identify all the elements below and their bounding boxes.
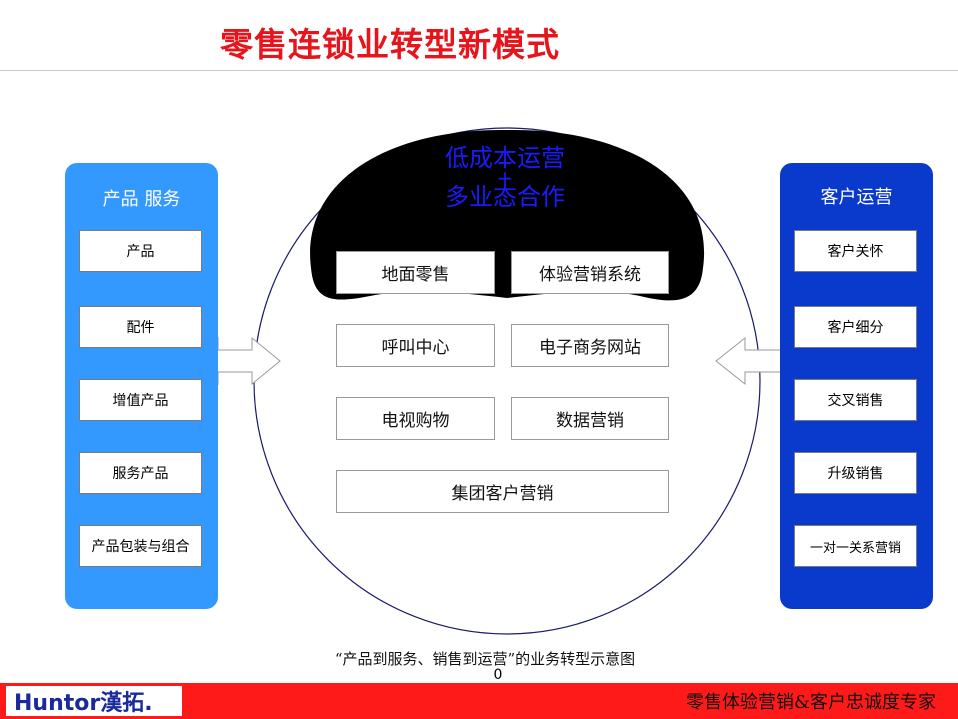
right-item-care: 客户关怀 [794, 230, 917, 272]
headline-plus: + [496, 166, 514, 190]
left-item-packaging: 产品包装与组合 [79, 525, 202, 567]
page-title: 零售连锁业转型新模式 [220, 25, 560, 64]
product-service-panel: 产品 服务 产品 配件 增值产品 服务产品 产品包装与组合 [65, 163, 218, 609]
page-number: 0 [493, 667, 503, 683]
service-group-customer: 集团客户营销 [336, 470, 669, 513]
center-headline: 低成本运营 + 多业态合作 [380, 146, 630, 210]
service-data-marketing: 数据营销 [511, 397, 669, 440]
product-service-title: 产品 服务 [102, 189, 181, 210]
service-call-center: 呼叫中心 [336, 324, 495, 367]
right-item-segmentation: 客户细分 [794, 306, 917, 348]
left-item-service-product: 服务产品 [79, 452, 202, 494]
headline-line1: 低成本运营 [445, 144, 565, 172]
service-tv-shopping: 电视购物 [336, 397, 495, 440]
right-item-upsell: 升级销售 [794, 452, 917, 494]
left-item-value-added: 增值产品 [79, 379, 202, 421]
headline-line2: 多业态合作 [445, 183, 565, 211]
huntor-logo: Huntor漢拓. [6, 686, 182, 716]
service-ecommerce-site: 电子商务网站 [511, 324, 669, 367]
footer-slogan: 零售体验营销&客户忠诚度专家 [685, 692, 936, 713]
customer-ops-title: 客户运营 [820, 187, 893, 208]
left-item-accessories: 配件 [79, 306, 202, 348]
title-divider [0, 70, 958, 71]
diagram-caption: “产品到服务、销售到运营”的业务转型示意图 [334, 650, 636, 668]
right-item-one-to-one: 一对一关系营销 [794, 525, 917, 567]
left-item-product: 产品 [79, 230, 202, 272]
logo-text: Huntor漢拓. [14, 691, 153, 716]
service-ground-retail: 地面零售 [336, 251, 495, 294]
right-item-cross-sell: 交叉销售 [794, 379, 917, 421]
customer-ops-panel: 客户运营 客户关怀 客户细分 交叉销售 升级销售 一对一关系营销 [780, 163, 933, 609]
service-experience-marketing: 体验营销系统 [511, 251, 669, 294]
